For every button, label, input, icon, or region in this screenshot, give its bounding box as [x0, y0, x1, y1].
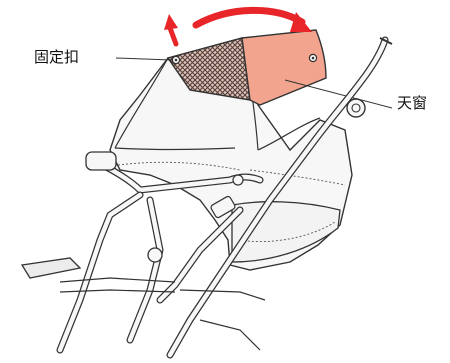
lock-label: 固定扣 — [34, 48, 80, 66]
sunroof-label: 天窗 — [397, 94, 428, 112]
lift-arrow — [167, 25, 179, 47]
footrest — [20, 257, 82, 279]
sunroof-flap — [241, 29, 327, 106]
leader-lock — [115, 57, 173, 61]
flip-arrow — [192, 6, 306, 29]
leader-sunroof — [284, 79, 393, 109]
